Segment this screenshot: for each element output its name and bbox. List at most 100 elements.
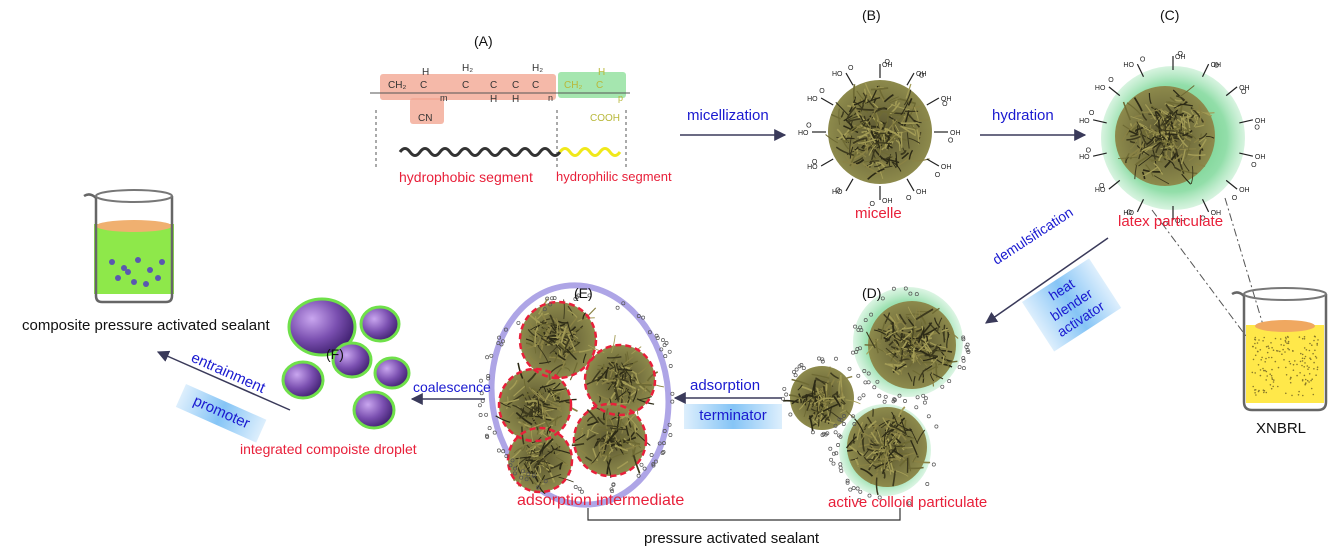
surface-group-mark — [848, 487, 853, 492]
chem-sub-m: m — [440, 93, 448, 103]
latex-particle-dot — [1296, 363, 1298, 366]
chem-ch2-2: CH₂ — [564, 80, 583, 91]
polymer-fiber — [1160, 126, 1166, 137]
polymer-fiber — [1134, 114, 1142, 118]
polymer-fiber — [598, 442, 607, 450]
latex-particle-dot — [1301, 353, 1304, 356]
latex-particle-dot — [1303, 357, 1306, 360]
polymer-fiber — [862, 94, 867, 105]
latex-particle-dot — [1259, 374, 1262, 377]
polymer-fiber — [852, 84, 856, 100]
polymer-fiber — [626, 410, 630, 418]
polymer-fiber — [608, 416, 615, 429]
polymer-fiber — [864, 137, 880, 149]
polymer-fiber — [1179, 103, 1193, 107]
surface-group-mark — [479, 391, 484, 396]
polymer-fiber — [596, 393, 614, 401]
polymer-fiber — [1140, 139, 1157, 151]
polymer-fiber — [507, 411, 515, 419]
surface-group-mark — [655, 336, 660, 340]
polymer-fiber — [791, 378, 810, 386]
polymer-fiber — [597, 368, 604, 371]
polymer-fiber — [632, 454, 641, 474]
polymer-fiber — [874, 329, 887, 336]
polymer-fiber — [915, 349, 927, 363]
latex-particle-dot — [1266, 375, 1268, 377]
polymer-fiber — [515, 454, 531, 468]
polymer-fiber — [1179, 85, 1195, 98]
polymer-fiber — [883, 336, 890, 341]
polymer-fiber — [894, 442, 900, 461]
polymer-fiber — [849, 151, 858, 167]
polymer-fiber — [563, 299, 565, 320]
surface-group-mark — [858, 325, 863, 330]
polymer-fiber — [872, 134, 881, 150]
surface-group-mark — [836, 443, 841, 447]
chem-h-3: H — [512, 94, 520, 105]
latex-particle-dot — [1251, 371, 1254, 374]
latex-particle-dot — [1254, 372, 1256, 374]
polymer-fiber — [1129, 119, 1141, 131]
active-colloid-fibers — [783, 306, 959, 496]
polymer-fiber — [588, 428, 599, 435]
latex-particle-dot — [1255, 394, 1257, 396]
latex-particle-dot — [1284, 336, 1287, 339]
polymer-fiber — [1164, 122, 1168, 136]
droplet-3 — [331, 341, 373, 379]
polymer-fiber — [591, 377, 598, 384]
polymer-fiber — [872, 127, 879, 133]
polymer-fiber — [803, 400, 807, 418]
polymer-fiber — [540, 337, 554, 346]
polymer-fiber — [900, 354, 914, 360]
surface-group-mark — [487, 426, 492, 431]
intermediate-outline-2 — [583, 343, 657, 417]
surface-group-mark — [834, 356, 838, 361]
polymer-fiber — [849, 135, 853, 156]
surface-group-mark — [512, 471, 517, 476]
surface-group-mark — [611, 482, 616, 487]
polymer-fiber — [1142, 166, 1158, 177]
surface-group-mark — [478, 413, 483, 417]
polymer-fiber — [883, 417, 902, 423]
polymer-fiber — [856, 450, 862, 457]
polymer-fiber — [528, 354, 538, 365]
polymer-fiber — [1187, 153, 1206, 157]
latex-particle-dot — [1264, 369, 1266, 372]
polymer-fiber — [579, 449, 588, 456]
polymer-fiber — [586, 416, 594, 422]
polymer-fiber — [620, 379, 637, 390]
latex-particle-dot — [1308, 366, 1310, 369]
surface-group-mark — [810, 430, 815, 435]
carbonyl-oxygen-label: O — [1163, 221, 1169, 228]
latex-particle-dot — [1251, 345, 1254, 348]
surface-group-mark — [788, 412, 793, 417]
polymer-fiber — [826, 408, 842, 420]
polymer-fiber — [542, 401, 549, 406]
polymer-fiber — [1157, 119, 1161, 138]
polymer-fiber — [892, 414, 905, 426]
polymer-fiber — [592, 448, 599, 462]
polymer-fiber — [894, 422, 913, 433]
polymer-fiber — [860, 433, 865, 450]
polymer-fiber — [820, 398, 833, 412]
carboxyl-bond — [1092, 119, 1107, 124]
latex-fibers — [1117, 85, 1215, 185]
polymer-fiber — [541, 324, 551, 336]
polymer-fiber — [869, 124, 871, 135]
surface-group-mark — [856, 373, 861, 378]
polymer-fiber — [899, 342, 903, 354]
polymer-fiber — [818, 409, 831, 422]
surface-group-mark — [610, 489, 615, 494]
polymer-fiber — [850, 457, 859, 461]
polymer-fiber — [835, 101, 849, 116]
surface-group-mark — [574, 295, 579, 300]
latex-particle-dot — [1281, 353, 1283, 356]
polymer-fiber — [552, 448, 571, 454]
polymer-fiber — [539, 360, 551, 364]
latex-particle-dot — [1265, 357, 1267, 360]
polymer-fiber — [531, 387, 544, 395]
latex-particle-dot — [1312, 393, 1315, 396]
polymer-fiber — [1179, 114, 1188, 117]
polymer-fiber — [606, 414, 608, 429]
